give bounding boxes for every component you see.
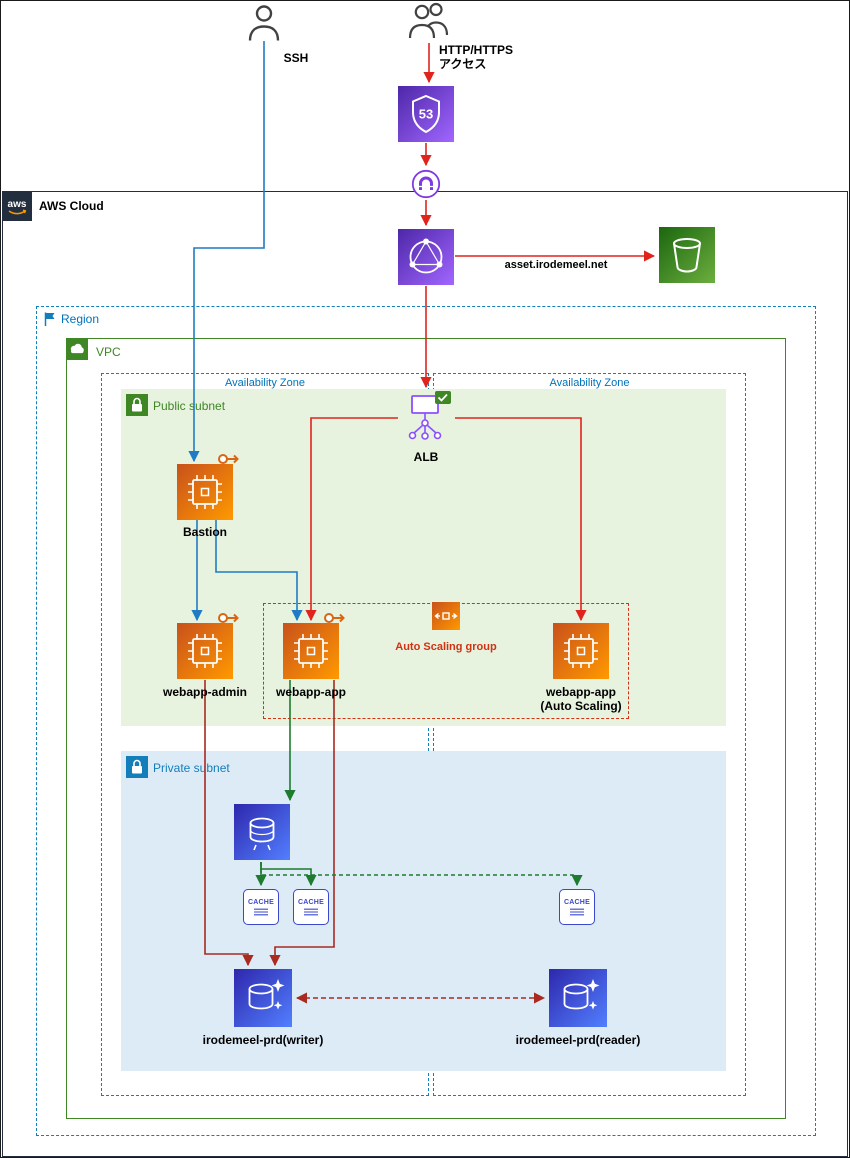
alb-icon: [397, 389, 455, 447]
arrow-webapp-app-to-writer: [269, 680, 335, 967]
autoscaling-icon: [432, 602, 460, 630]
vpc-label: VPC: [96, 345, 121, 359]
route53-badge-text: 53: [419, 107, 433, 122]
arrow-alb-to-webapp-app: [305, 417, 398, 622]
cache-node-2-label: CACHE: [298, 898, 324, 906]
alb-label: ALB: [413, 450, 439, 464]
arrow-webapp-admin-to-writer: [204, 680, 254, 967]
webapp-app-autoscaling-line1: webapp-app: [545, 685, 616, 699]
bastion-keypair-icon: [217, 451, 241, 467]
cache-node-1-label: CACHE: [248, 898, 274, 906]
webapp-app-autoscaling-line2: (Auto Scaling): [540, 699, 622, 713]
aws-cloud-label: AWS Cloud: [39, 199, 104, 213]
arrow-bastion-to-webapp-app: [215, 520, 303, 622]
s3-bucket-icon: [659, 227, 715, 283]
bastion-ec2-icon: [177, 464, 233, 520]
webapp-admin-keypair-icon: [217, 610, 241, 626]
region-flag-icon: [42, 311, 58, 327]
webapp-app-ec2-icon: [283, 623, 339, 679]
az-right-label: Availability Zone: [549, 377, 630, 389]
webapp-app-keypair-icon: [323, 610, 347, 626]
cache-node-3-label: CACHE: [564, 898, 590, 906]
bastion-label: Bastion: [182, 525, 227, 539]
availability-zone-left: Availability Zone: [101, 373, 429, 1096]
internet-gateway-icon: [411, 169, 441, 199]
webapp-app-label: webapp-app: [275, 685, 346, 699]
aurora-reader-icon: [549, 969, 607, 1027]
private-subnet-container: [121, 751, 726, 1071]
webapp-app-autoscaling-label: webapp-app (Auto Scaling): [519, 685, 643, 713]
cache-node-2: CACHE: [293, 889, 329, 925]
ssh-label: SSH: [283, 51, 309, 65]
cache-node-1: CACHE: [243, 889, 279, 925]
az-left-label: Availability Zone: [225, 377, 305, 389]
private-subnet-label: Private subnet: [153, 761, 230, 775]
availability-zone-right: Availability Zone: [433, 373, 746, 1096]
cache-node-3: CACHE: [559, 889, 595, 925]
db-writer-label: irodemeel-prd(writer): [202, 1033, 324, 1047]
web-users-icon: [407, 1, 451, 41]
public-subnet-label: Public subnet: [153, 399, 226, 413]
public-subnet-lock-icon: [126, 394, 148, 416]
autoscaling-group-label: Auto Scaling group: [395, 641, 497, 653]
aws-logo-text: aws: [8, 199, 27, 210]
arrow-elasticache-to-cache3: [260, 862, 583, 887]
cloudfront-icon: [398, 229, 454, 285]
aurora-writer-icon: [234, 969, 292, 1027]
private-subnet-lock-icon: [126, 756, 148, 778]
http-access-label: HTTP/HTTPS アクセス: [439, 43, 529, 71]
s3-asset-label: asset.irodemeel.net: [504, 259, 608, 271]
cache-node-1-glyph: [254, 908, 268, 915]
cache-node-2-glyph: [304, 908, 318, 915]
webapp-admin-label: webapp-admin: [162, 685, 247, 699]
aws-logo: aws: [2, 191, 32, 221]
region-label: Region: [61, 312, 100, 326]
arrow-elasticache-to-cache2: [260, 862, 317, 887]
cache-node-3-glyph: [570, 908, 584, 915]
db-reader-label: irodemeel-prd(reader): [515, 1033, 641, 1047]
vpc-icon: [66, 338, 88, 360]
arrow-ssh-to-bastion: [188, 41, 265, 463]
http-access-line2: アクセス: [439, 57, 487, 71]
ssh-user-icon: [246, 3, 282, 43]
webapp-admin-ec2-icon: [177, 623, 233, 679]
arrow-alb-to-webapp-app-autoscaling: [455, 417, 587, 622]
route53-icon: 53: [398, 86, 454, 142]
http-access-line1: HTTP/HTTPS: [439, 43, 513, 57]
elasticache-icon: [234, 804, 290, 860]
webapp-app-autoscaling-ec2-icon: [553, 623, 609, 679]
